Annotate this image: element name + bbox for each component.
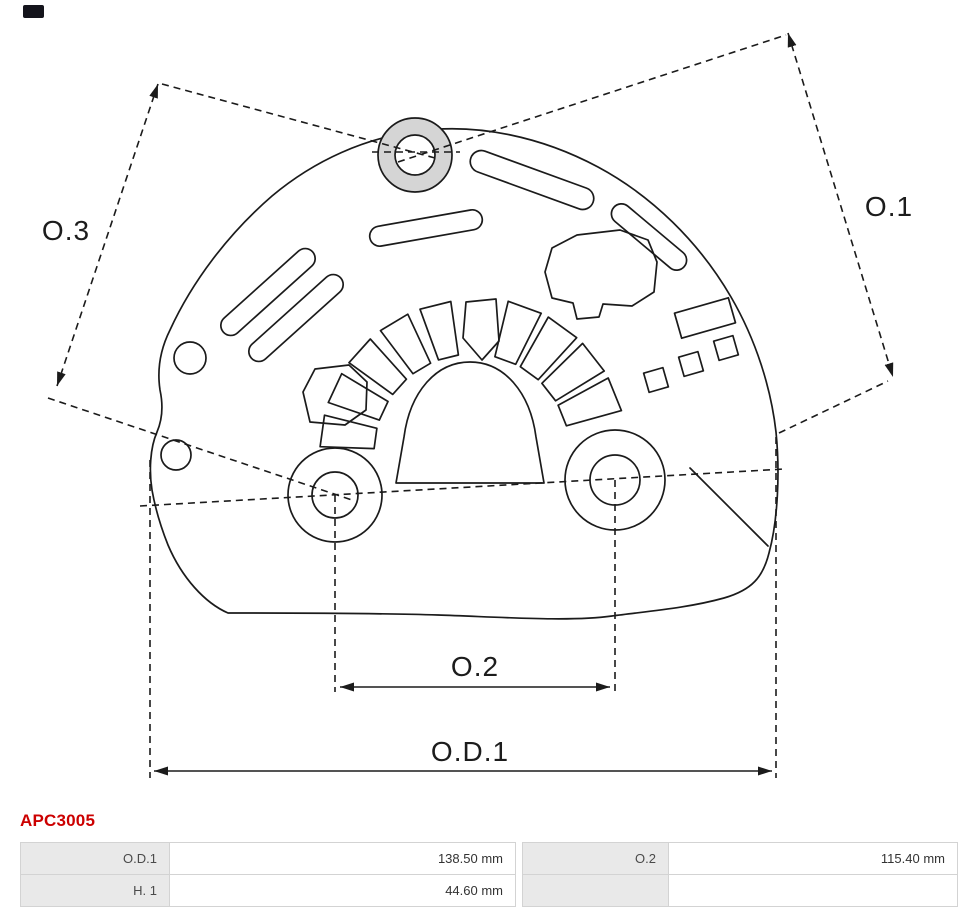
radial-vent-slots — [319, 298, 623, 450]
edge-chamfer-line — [689, 467, 769, 547]
dim-label-o2: O.2 — [451, 651, 499, 682]
center-arch-cutout — [395, 361, 545, 484]
spec-row — [522, 874, 958, 907]
spec-value-cell: 115.40 mm — [668, 842, 958, 875]
spec-value-cell: 44.60 mm — [169, 874, 516, 907]
spec-label-cell: O.D.1 — [20, 842, 170, 875]
dim-label-od1: O.D.1 — [431, 736, 509, 767]
dim-label-o3: O.3 — [42, 215, 90, 246]
spec-value-cell: 138.50 mm — [169, 842, 516, 875]
cap-outline — [149, 127, 779, 620]
right-square-vent-3 — [712, 334, 740, 362]
spec-row: O.2 115.40 mm — [522, 842, 958, 875]
spec-row: O.D.1 138.50 mm — [20, 842, 516, 875]
left-cutout — [302, 364, 368, 426]
spec-table-left: O.D.1 138.50 mm H. 1 44.60 mm — [20, 842, 516, 907]
spec-label-cell: H. 1 — [20, 874, 170, 907]
dim-label-o1: O.1 — [865, 191, 913, 222]
right-square-vent-2 — [677, 350, 705, 378]
edge-hole-lower — [160, 439, 192, 471]
fan-gap-wedge — [462, 298, 500, 361]
part-number-label: APC3005 — [20, 811, 96, 830]
vent-slot-right-diagonal — [610, 203, 688, 271]
thumbnail-artifact — [23, 5, 44, 18]
construction-lines — [47, 34, 889, 778]
right-rect-vent — [673, 296, 737, 340]
right-square-vent-1 — [642, 366, 670, 394]
vent-slot-below-boss — [368, 208, 484, 248]
spec-value-cell — [668, 874, 958, 907]
technical-drawing: O.3 O.1 O.2 O.D.1 — [42, 32, 913, 778]
vent-slot-upper-left-outer — [219, 247, 317, 337]
right-stepped-cutout — [544, 229, 658, 320]
spec-label-cell — [522, 874, 669, 907]
spec-table-right: O.2 115.40 mm — [522, 842, 958, 907]
spec-label-cell: O.2 — [522, 842, 669, 875]
top-mounting-hole — [377, 117, 453, 193]
dim-line-o3 — [56, 83, 159, 387]
edge-hole-upper — [173, 341, 207, 375]
spec-table-area: O.D.1 138.50 mm H. 1 44.60 mm O.2 115.40… — [20, 842, 960, 907]
spec-row: H. 1 44.60 mm — [20, 874, 516, 907]
vent-slot-upper-left-inner — [247, 273, 345, 363]
